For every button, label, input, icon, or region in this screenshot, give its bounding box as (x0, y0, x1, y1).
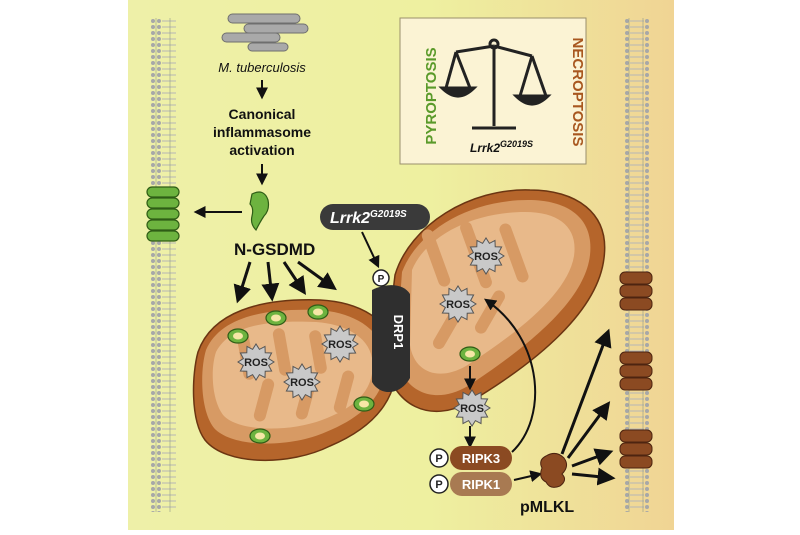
box-lrrk2-label: Lrrk2G2019S (470, 139, 533, 155)
ngsdmd-fragment-icon (249, 191, 270, 232)
svg-text:Lrrk2G2019S: Lrrk2G2019S (330, 209, 407, 227)
mlkl-membrane-pore-bottom (619, 429, 653, 469)
ros-label: ROS (244, 357, 268, 369)
ripk3-pill: P RIPK3 (429, 446, 512, 470)
ripk3-label: RIPK3 (462, 451, 500, 466)
ros-label: ROS (446, 299, 470, 311)
ripk1-label: RIPK1 (462, 477, 500, 492)
lrrk2-superscript: G2019S (370, 209, 407, 220)
ros-burst: ROS (321, 325, 359, 363)
mlkl-membrane-pore-middle (619, 351, 653, 391)
pmlkl-icon (540, 452, 568, 488)
svg-text:P: P (435, 453, 442, 465)
ros-label: ROS (474, 251, 498, 263)
ros-burst: ROS (453, 389, 491, 427)
gsdmd-membrane-pore (146, 186, 180, 242)
ros-burst: ROS (283, 363, 321, 401)
drp1-phospho-badge: P (372, 269, 390, 287)
ngsdmd-label: N-GSDMD (234, 240, 315, 259)
ros-label: ROS (290, 377, 314, 389)
pmlkl-arrows (560, 328, 616, 486)
mlkl-membrane-pore-top (619, 271, 653, 311)
ros-burst: ROS (439, 285, 477, 323)
lrrk2-label: Lrrk2 (330, 210, 370, 227)
left-cell-membrane (150, 18, 176, 512)
ros-burst: ROS (237, 343, 275, 381)
ripk1-pill: P RIPK1 (429, 472, 512, 496)
inflammasome-label-line3: activation (229, 142, 294, 158)
pmlkl-label: pMLKL (520, 499, 574, 516)
pathogen-label: M. tuberculosis (218, 60, 306, 75)
ros-burst: ROS (467, 237, 505, 275)
mtb-bacilli-icon (221, 13, 309, 52)
necroptosis-label: NECROPTOSIS (569, 38, 586, 147)
inflammasome-label-line2: inflammasome (213, 124, 311, 140)
svg-text:P: P (378, 274, 385, 285)
lrrk2-mutant-pill: Lrrk2G2019S (320, 204, 430, 230)
inflammasome-label-line1: Canonical (229, 106, 296, 122)
ngsdmd-arrows (233, 260, 337, 304)
balance-legend-box: PYROPTOSIS NECROPTOSIS Lrrk2G2019S (399, 17, 587, 165)
balance-scale-icon (438, 38, 552, 130)
ros-bursts: ROS ROS ROS ROS ROS ROS (237, 237, 505, 427)
ros-label: ROS (328, 339, 352, 351)
pyroptosis-label: PYROPTOSIS (423, 47, 440, 144)
drp1-constriction: DRP1 (372, 285, 410, 393)
svg-text:P: P (435, 479, 442, 491)
drp1-label: DRP1 (391, 315, 406, 350)
ros-label: ROS (460, 403, 484, 415)
